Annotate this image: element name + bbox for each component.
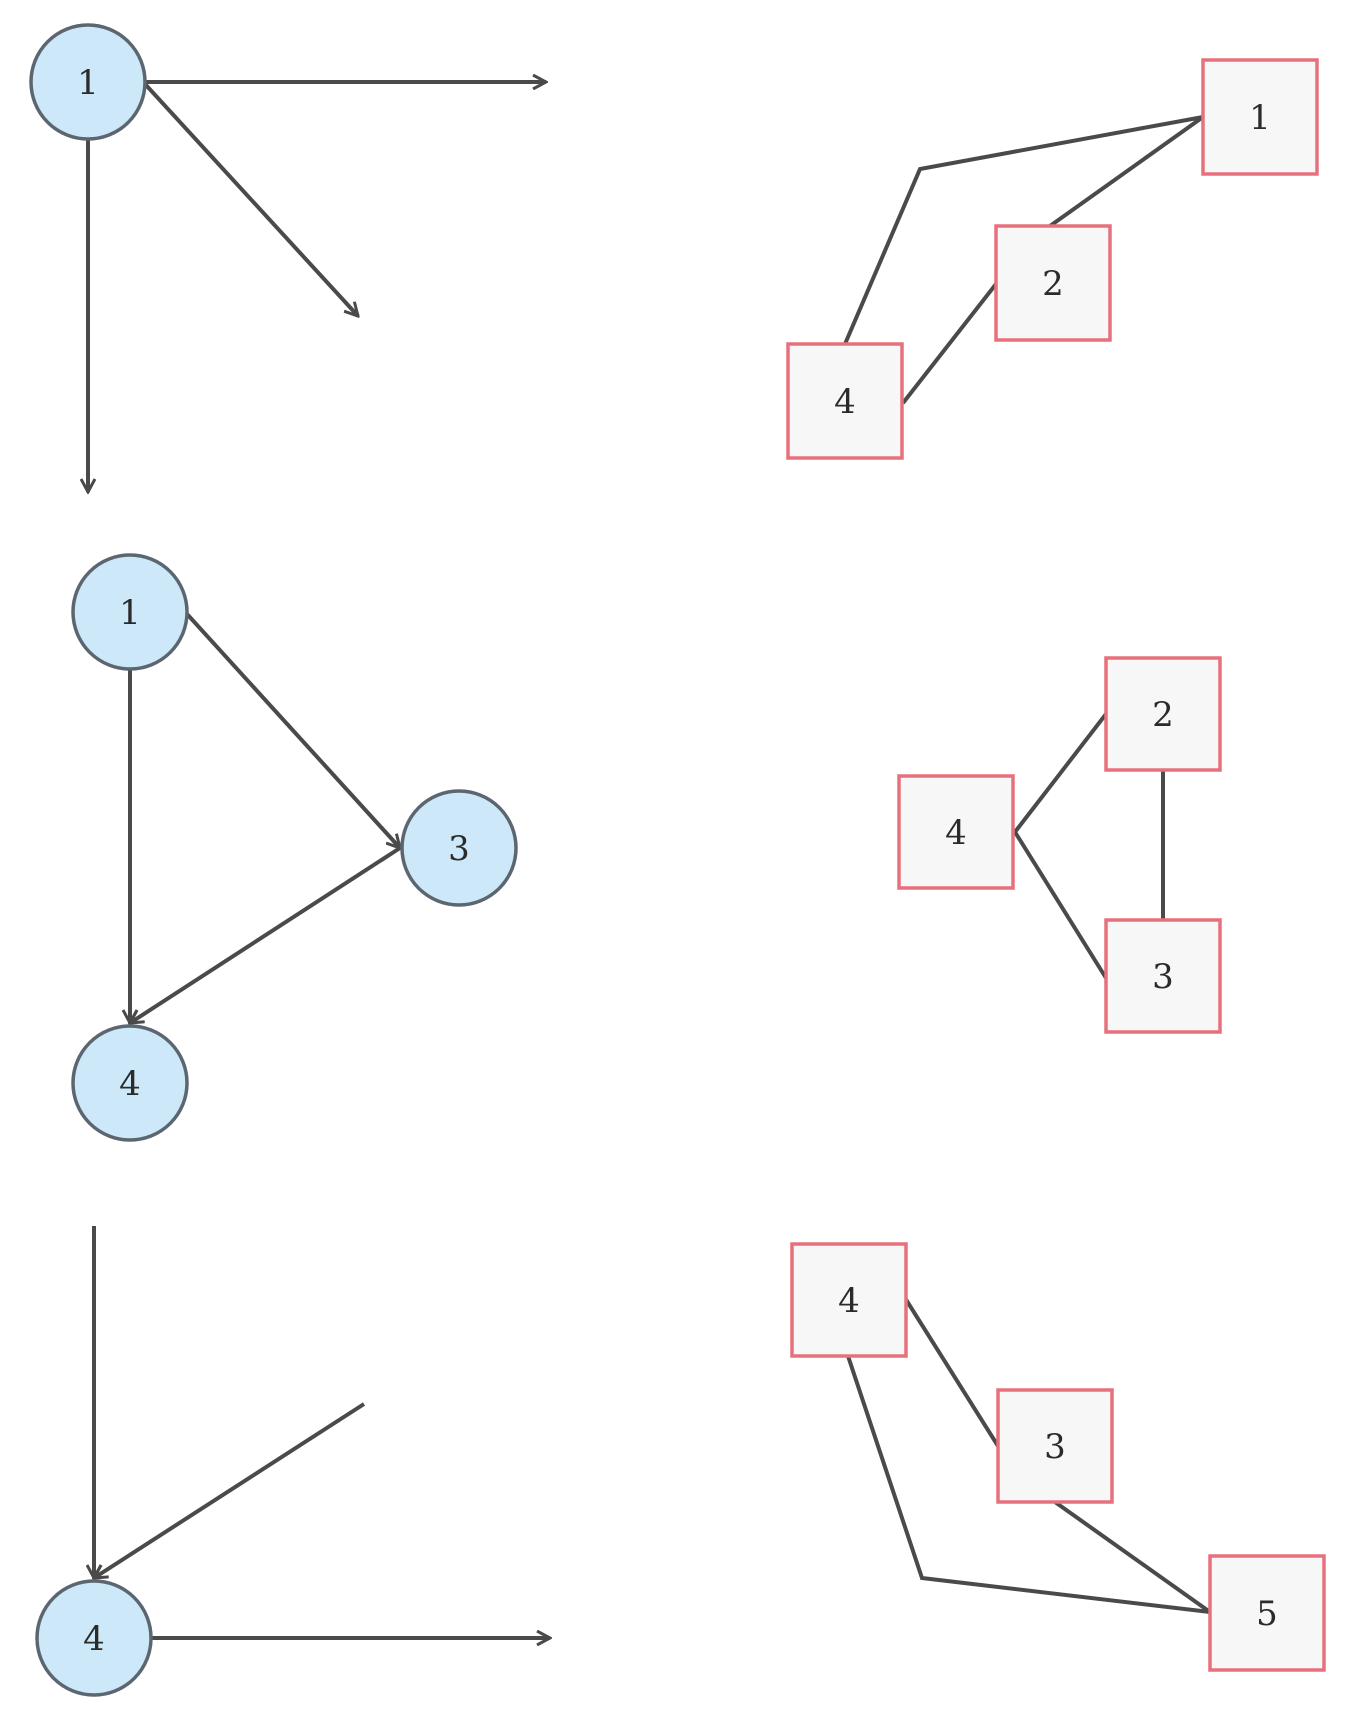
square-node-3: 3 xyxy=(996,1388,1114,1504)
square-node-1: 1 xyxy=(1201,58,1319,176)
square-node-shape xyxy=(897,774,1015,890)
square-node-4: 4 xyxy=(897,774,1015,890)
circle-node-label: 3 xyxy=(448,829,470,869)
circle-node-shape xyxy=(29,23,147,141)
circle-node-shape xyxy=(35,1579,153,1697)
panel-bottom: 4 4 3 5 xyxy=(35,1226,1326,1697)
edge-c3-c4 xyxy=(130,846,402,1023)
square-node-shape xyxy=(786,342,904,460)
edge-s4-s5 xyxy=(846,1355,1211,1614)
directed-edges xyxy=(88,82,546,492)
edge-s1-s4 xyxy=(843,115,1204,345)
square-node-label: 4 xyxy=(838,1281,860,1321)
edge-s4-s2 xyxy=(1013,712,1108,834)
undirected-edges xyxy=(843,115,1205,405)
circle-node-1: 1 xyxy=(71,553,189,671)
circle-node-label: 4 xyxy=(119,1064,141,1104)
square-node-shape xyxy=(1104,918,1222,1034)
edge-diagonal-c4 xyxy=(94,1402,366,1578)
edge-s1-s2 xyxy=(1048,115,1205,228)
undirected-edges xyxy=(1013,712,1165,980)
circle-node-shape xyxy=(400,789,518,907)
circle-node-label: 1 xyxy=(119,593,141,633)
edge-s4-s3 xyxy=(1013,830,1108,980)
directed-edges xyxy=(94,1226,550,1638)
edge-s2-s4 xyxy=(901,282,998,405)
square-node-label: 4 xyxy=(945,813,967,853)
circle-node-label: 1 xyxy=(77,63,99,103)
square-node-3: 3 xyxy=(1104,918,1222,1034)
circle-node-label: 4 xyxy=(83,1619,105,1659)
square-node-4: 4 xyxy=(786,342,904,460)
edge-c1-diagonal xyxy=(143,82,358,316)
square-node-shape xyxy=(996,1388,1114,1504)
square-node-2: 2 xyxy=(994,224,1112,342)
square-node-2: 2 xyxy=(1104,656,1222,772)
undirected-edges xyxy=(846,1296,1212,1614)
square-node-label: 3 xyxy=(1152,957,1174,997)
square-node-label: 4 xyxy=(834,382,856,422)
circle-node-shape xyxy=(71,553,189,671)
circle-node-1: 1 xyxy=(29,23,147,141)
circle-node-3: 3 xyxy=(400,789,518,907)
square-node-label: 2 xyxy=(1042,264,1064,304)
square-node-5: 5 xyxy=(1208,1554,1326,1672)
square-node-4: 4 xyxy=(790,1242,908,1358)
square-node-shape xyxy=(994,224,1112,342)
square-node-label: 2 xyxy=(1152,695,1174,735)
edge-s3-s5 xyxy=(1053,1500,1212,1614)
square-node-label: 1 xyxy=(1249,98,1271,138)
square-node-label: 3 xyxy=(1044,1427,1066,1467)
circle-node-4: 4 xyxy=(71,1024,189,1142)
panel-top: 1 1 2 4 xyxy=(29,23,1319,492)
square-node-label: 5 xyxy=(1256,1594,1278,1634)
edge-s4-s3 xyxy=(903,1296,1000,1448)
square-node-shape xyxy=(1208,1554,1326,1672)
square-node-shape xyxy=(1104,656,1222,772)
circle-node-4: 4 xyxy=(35,1579,153,1697)
circle-node-shape xyxy=(71,1024,189,1142)
edge-c1-c3 xyxy=(185,612,400,848)
square-node-shape xyxy=(1201,58,1319,176)
directed-edges xyxy=(130,612,402,1023)
square-node-shape xyxy=(790,1242,908,1358)
panel-middle: 1 3 4 2 3 4 xyxy=(71,553,1222,1142)
